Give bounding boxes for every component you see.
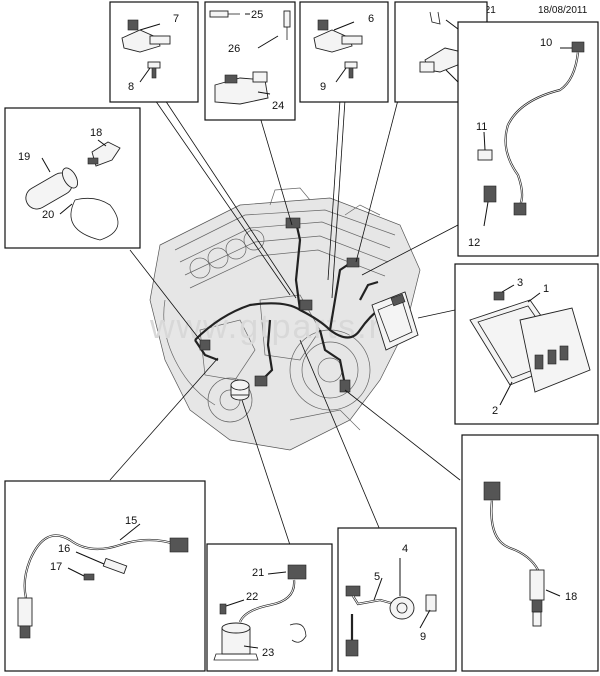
- callout-7: 6: [368, 13, 374, 25]
- callout-15: 15: [125, 515, 137, 527]
- box-map-sensor: 25 26 24: [204, 1, 296, 121]
- callout-4: 4: [402, 543, 408, 555]
- callout-27: 26: [228, 43, 240, 55]
- callout-17: 17: [50, 561, 62, 573]
- callout-9b: 9: [320, 81, 326, 93]
- callout-8: 7: [173, 13, 179, 25]
- callout-1: 1: [543, 283, 549, 295]
- callout-10: 10: [540, 37, 552, 49]
- box-camshaft-sensor: 6 9: [299, 1, 389, 103]
- box-front-oxygen-sensor: 15 16 17: [4, 480, 206, 672]
- callout-3: 3: [517, 277, 523, 289]
- callout-5: 5: [374, 571, 380, 583]
- leader-lines: [109, 99, 461, 546]
- callout-26: 25: [251, 9, 263, 21]
- box-crankshaft-sensor: 7 8: [109, 1, 199, 103]
- callout-22: 21: [252, 567, 264, 579]
- box-oil-level-sensor: 4 5 9: [337, 527, 457, 672]
- callout-23: 22: [246, 591, 258, 603]
- callout-9a: 8: [128, 81, 134, 93]
- callout-2: 2: [492, 405, 498, 417]
- callout-12: 12: [468, 237, 480, 249]
- callout-20: 19: [18, 151, 30, 163]
- callout-19: 18: [90, 127, 102, 139]
- box-engine-control-module: 3 1 2: [454, 263, 599, 425]
- callout-16: 16: [58, 543, 70, 555]
- box-oxygen-sensor-harness: 10 11 12: [457, 21, 599, 257]
- box-oil-pressure-switch: 18 19 20: [4, 107, 141, 249]
- box-rear-oxygen-sensor: 18: [461, 434, 599, 672]
- callout-11: 11: [476, 121, 487, 133]
- callout-25: 24: [272, 100, 284, 112]
- box-knock-sensor: 21 22 23: [206, 543, 333, 672]
- callout-21: 20: [42, 209, 54, 221]
- watermark: www.gtparts.ru: [149, 308, 403, 346]
- callout-18: 18: [565, 591, 577, 603]
- engine-harness: [194, 217, 419, 401]
- callout-6: 9: [420, 631, 426, 643]
- page-date: 18/08/2011: [538, 5, 588, 16]
- callout-24: 23: [262, 647, 274, 659]
